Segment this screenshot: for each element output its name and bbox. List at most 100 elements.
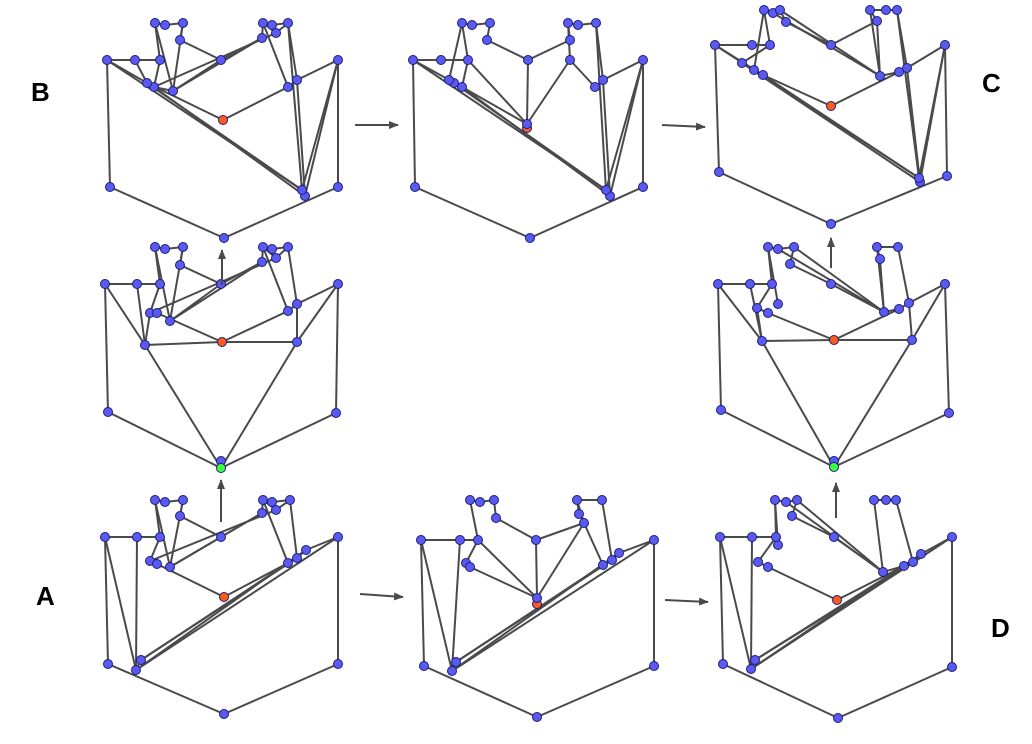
edge [414, 186, 531, 239]
edge [763, 9, 771, 46]
vertex [257, 33, 267, 43]
vertex [914, 173, 924, 183]
edge [420, 539, 425, 667]
edge [461, 22, 469, 61]
vertex [150, 242, 160, 252]
vertex [301, 545, 311, 555]
vertex [160, 244, 170, 254]
edge [172, 37, 263, 92]
vertex [894, 304, 904, 314]
vertex [902, 63, 912, 73]
transition-arrows [217, 121, 840, 606]
vertex [175, 35, 185, 45]
vertex [444, 75, 454, 85]
edge [830, 71, 900, 107]
edge [107, 411, 222, 469]
vertex [283, 306, 293, 316]
vertex [715, 532, 725, 542]
vertex-red [217, 337, 227, 347]
vertex [829, 532, 839, 542]
vertex [942, 171, 952, 181]
vertex [792, 495, 802, 505]
vertex [770, 495, 780, 505]
vertex [150, 495, 160, 505]
vertex [485, 18, 495, 28]
edge [762, 74, 832, 107]
edge [149, 509, 277, 562]
edge [526, 59, 571, 125]
edge [911, 283, 946, 341]
edge [761, 339, 835, 342]
vertex [130, 55, 140, 65]
edge [223, 186, 339, 239]
vertex [160, 497, 170, 507]
arrow-a-to-bottom-middle [359, 592, 404, 601]
vertex [292, 553, 302, 563]
edge [154, 22, 161, 61]
vertex [894, 67, 904, 77]
edge [169, 499, 184, 568]
edge [296, 59, 339, 81]
vertex [283, 18, 293, 28]
edge [179, 515, 222, 538]
vertex [865, 5, 875, 15]
edge [144, 341, 223, 346]
vertex [907, 335, 917, 345]
graph-a [100, 495, 343, 719]
vertex [872, 242, 882, 252]
vertex [881, 5, 891, 15]
vertex [872, 16, 882, 26]
vertex [908, 557, 918, 567]
edge [618, 539, 655, 554]
vertex [745, 279, 755, 289]
graph-mid-left [100, 242, 343, 473]
edge [535, 522, 585, 541]
edge [469, 499, 479, 541]
edge [104, 283, 109, 413]
edge [135, 536, 339, 671]
vertex [771, 532, 781, 542]
vertex [531, 535, 541, 545]
vertex [598, 75, 608, 85]
edge [896, 9, 920, 179]
vertex [219, 233, 229, 243]
edge [526, 59, 529, 125]
edge [754, 565, 905, 661]
vertex [759, 5, 769, 15]
label-c: C [982, 68, 1001, 98]
vertex [904, 298, 914, 308]
edge [461, 86, 528, 125]
vertex [333, 55, 343, 65]
vertex [408, 55, 418, 65]
vertex [333, 532, 343, 542]
vertex [893, 242, 903, 252]
edge [172, 22, 184, 92]
vertex-red [829, 335, 839, 345]
edge [136, 283, 146, 346]
vertex [947, 532, 957, 542]
edge [262, 22, 289, 88]
label-b: B [31, 77, 50, 107]
vertex [451, 657, 461, 667]
edge [583, 522, 604, 566]
vertex [216, 532, 226, 542]
edge [869, 9, 881, 77]
edge [767, 312, 835, 341]
vertex-red [218, 115, 228, 125]
edge [149, 283, 161, 314]
vertex [491, 513, 501, 523]
arrow-bottom-middle-to-d [664, 597, 709, 606]
edge [895, 499, 914, 563]
vertex [475, 497, 485, 507]
edge [469, 566, 538, 599]
vertex [489, 495, 499, 505]
vertex [614, 548, 624, 558]
edge [906, 44, 946, 69]
edge [793, 246, 885, 313]
vertex [767, 279, 777, 289]
edge [750, 536, 753, 670]
edge [719, 536, 724, 665]
edge [536, 522, 585, 599]
vertex [333, 279, 343, 289]
